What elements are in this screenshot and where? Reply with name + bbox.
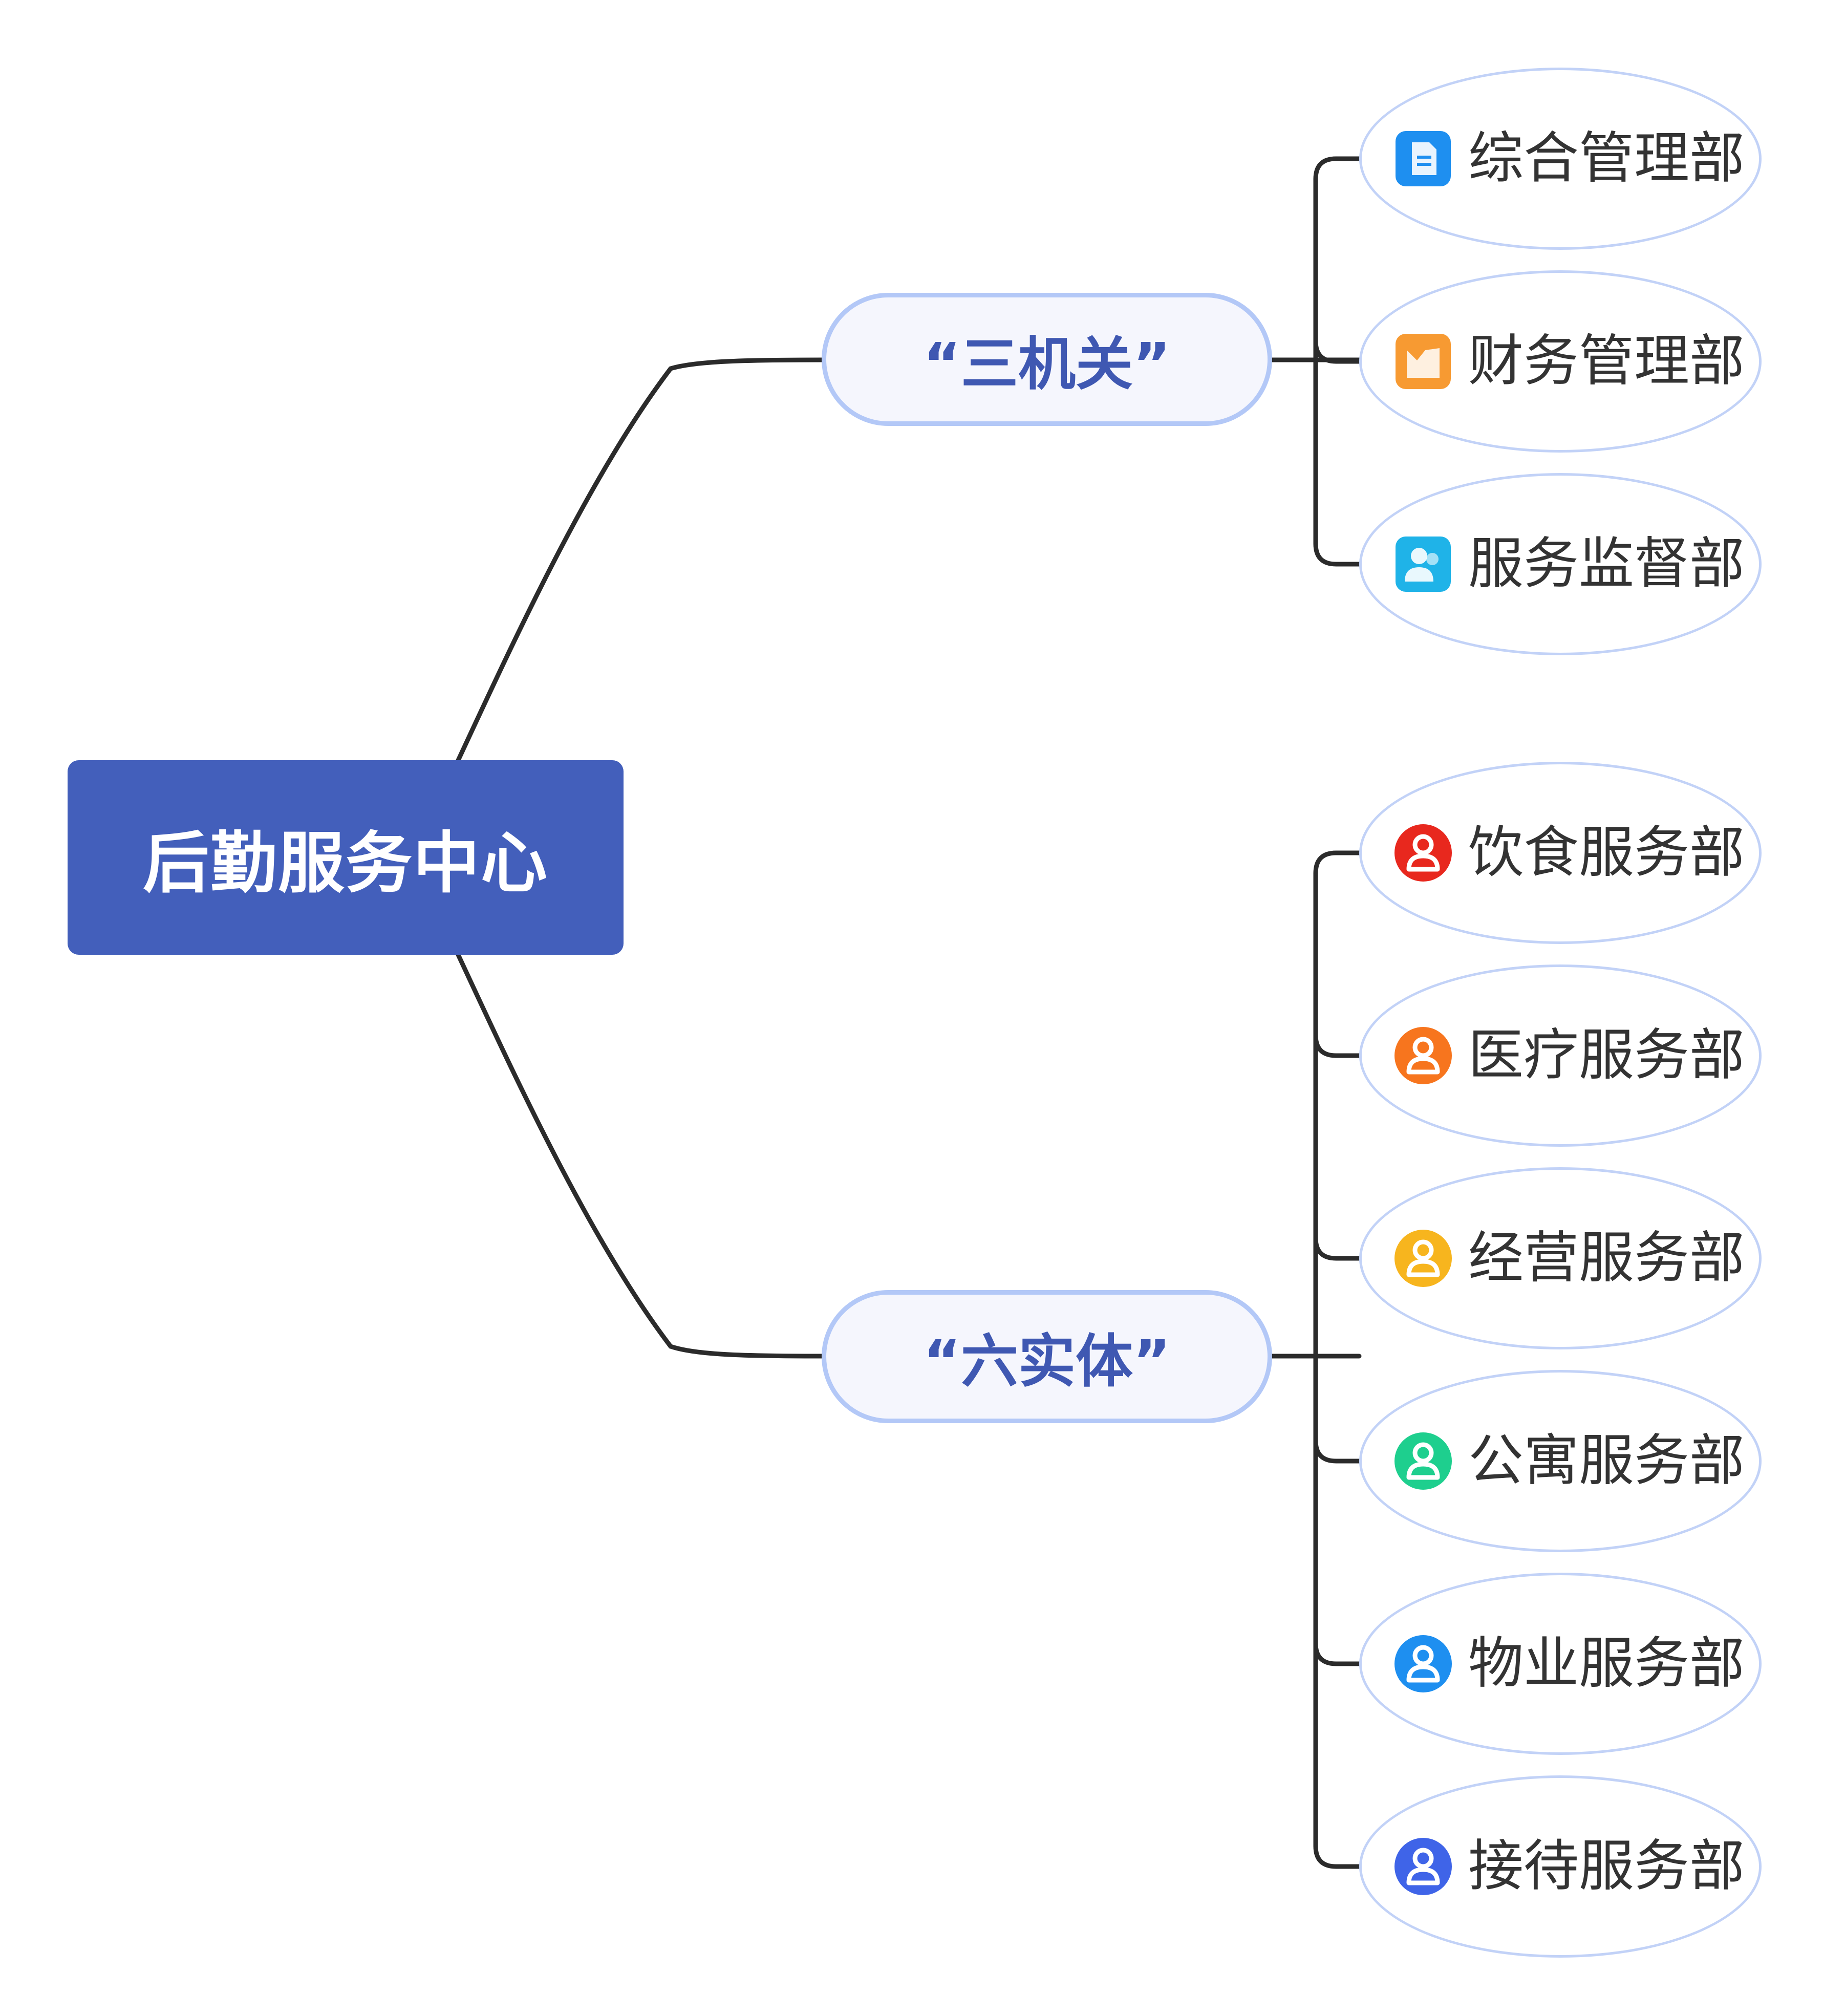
root-label: 后勤服务中心 [142,824,548,902]
person-icon [1394,1432,1452,1490]
leaf-label: 综合管理部 [1468,126,1745,190]
leaf-label: 物业服务部 [1468,1632,1745,1696]
users-icon [1396,537,1451,592]
branch-label: “六实体” [923,1328,1171,1395]
person-icon [1394,1027,1452,1084]
edge-bottom-branch-0 [1313,850,1362,876]
person-icon [1394,1230,1452,1287]
edge-top-branch-2 [1313,541,1362,567]
leaf-node[interactable]: 饮食服务部 [1359,762,1762,944]
leaf-node[interactable]: 公寓服务部 [1359,1370,1762,1552]
document-icon [1396,131,1451,186]
person-icon [1394,1838,1452,1895]
person-icon [1394,824,1452,882]
leaf-node[interactable]: 医疗服务部 [1359,964,1762,1147]
leaf-node[interactable]: 服务监督部 [1359,473,1762,655]
branch-label: “三机关” [923,331,1171,398]
edge-bottom-branch-4 [1313,1641,1362,1666]
branch-node-liu-shiti[interactable]: “六实体” [822,1290,1272,1423]
leaf-label: 财务管理部 [1468,329,1745,393]
leaf-label: 饮食服务部 [1468,821,1745,885]
leaf-label: 公寓服务部 [1468,1429,1745,1493]
branch-node-san-jiguan[interactable]: “三机关” [822,293,1272,426]
person-icon [1394,1635,1452,1692]
leaf-label: 经营服务部 [1468,1226,1745,1290]
edge-root-to-branch-top [456,357,824,763]
leaf-label: 医疗服务部 [1468,1023,1745,1087]
leaf-label: 接待服务部 [1468,1834,1745,1898]
edge-bottom-branch-5 [1313,1843,1362,1869]
edge-root-to-branch-bottom [456,952,824,1359]
chart-icon [1396,334,1451,389]
leaf-node[interactable]: 经营服务部 [1359,1167,1762,1349]
leaf-node[interactable]: 财务管理部 [1359,270,1762,453]
leaf-label: 服务监督部 [1468,532,1745,596]
root-node[interactable]: 后勤服务中心 [68,760,624,955]
leaf-node[interactable]: 综合管理部 [1359,68,1762,250]
edge-bottom-branch-2 [1313,1235,1362,1261]
leaf-node[interactable]: 接待服务部 [1359,1775,1762,1958]
edge-top-branch-0 [1313,156,1362,182]
edge-bottom-branch-1 [1313,1033,1362,1058]
edge-bottom-branch-3 [1313,1438,1362,1464]
edge-top-branch-1 [1313,338,1362,364]
leaf-node[interactable]: 物业服务部 [1359,1573,1762,1755]
